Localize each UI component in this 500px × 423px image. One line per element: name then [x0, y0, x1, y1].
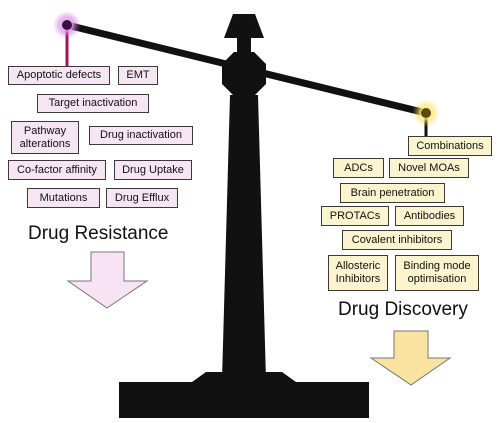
resistance-down-arrow: [66, 251, 149, 309]
scale-pillar: [222, 95, 266, 380]
scale-finial: [224, 14, 264, 38]
discovery-item-allosteric-inhibitors: Allosteric Inhibitors: [328, 255, 388, 291]
discovery-down-arrow: [369, 330, 452, 386]
discovery-item-protacs: PROTACs: [321, 206, 389, 226]
resistance-item-drug-efflux: Drug Efflux: [106, 188, 178, 208]
resistance-item-apoptotic-defects: Apoptotic defects: [8, 66, 110, 85]
resistance-item-co-factor-affinity: Co-factor affinity: [8, 160, 106, 180]
scale-base-plate: [119, 382, 369, 418]
discovery-heading: Drug Discovery: [338, 299, 468, 320]
discovery-item-adcs: ADCs: [333, 158, 384, 178]
resistance-item-target-inactivation: Target inactivation: [37, 94, 149, 113]
resistance-item-drug-uptake: Drug Uptake: [114, 160, 192, 180]
discovery-item-combinations: Combinations: [408, 136, 492, 156]
scale-finial-stem: [237, 38, 251, 52]
resistance-item-pathway-alterations: Pathway alterations: [11, 121, 79, 154]
resistance-item-emt: EMT: [118, 66, 158, 85]
resistance-heading: Drug Resistance: [28, 223, 169, 244]
discovery-item-novel-moas: Novel MOAs: [389, 158, 469, 178]
discovery-item-covalent-inhibitors: Covalent inhibitors: [342, 230, 452, 250]
discovery-item-binding-mode-optimisation: Binding mode optimisation: [395, 255, 479, 291]
scale-pivot: [222, 52, 266, 96]
scale-base: [192, 372, 296, 382]
resistance-item-mutations: Mutations: [27, 188, 100, 208]
resistance-item-drug-inactivation: Drug inactivation: [89, 126, 193, 145]
discovery-item-brain-penetration: Brain penetration: [340, 183, 445, 203]
discovery-item-antibodies: Antibodies: [395, 206, 464, 226]
